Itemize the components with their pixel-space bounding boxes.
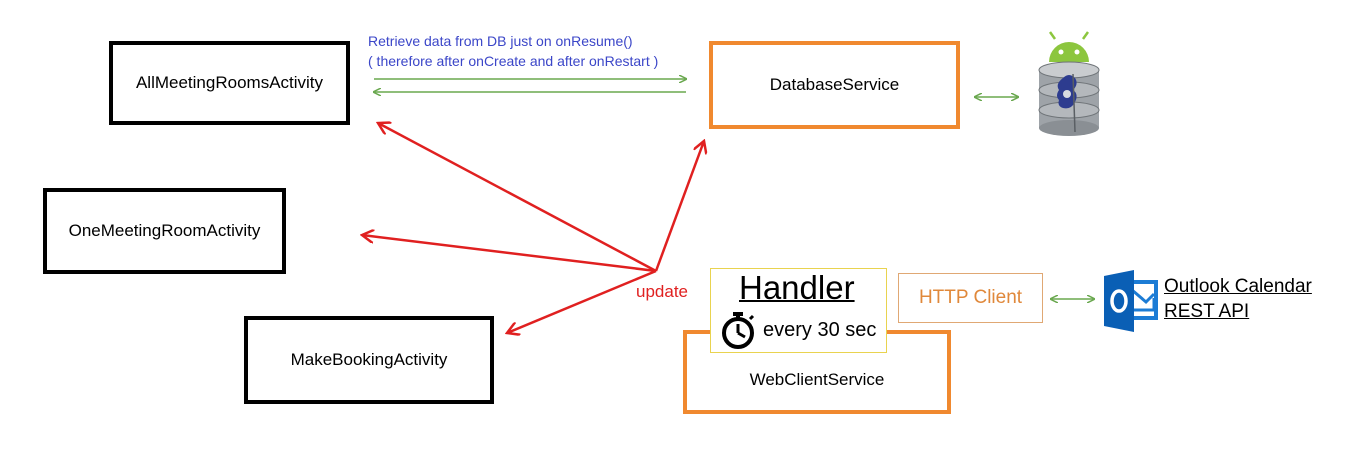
update-label: update bbox=[636, 282, 688, 301]
handler-box: Handler every 30 sec bbox=[710, 268, 887, 353]
outlook-line-1: Outlook Calendar bbox=[1164, 276, 1312, 297]
outlook-calendar-api-label: Outlook Calendar REST API bbox=[1164, 274, 1312, 324]
handler-title: Handler bbox=[739, 269, 855, 306]
note-line-2: ( therefore after onCreate and after onR… bbox=[368, 53, 659, 69]
handler-timer-label: every 30 sec bbox=[763, 319, 877, 341]
db-retrieval-note: Retrieve data from DB just on onResume()… bbox=[368, 31, 658, 71]
one-meeting-room-activity: OneMeetingRoomActivity bbox=[43, 188, 286, 274]
database-service: DatabaseService bbox=[709, 41, 960, 129]
make-booking-activity: MakeBookingActivity bbox=[244, 316, 494, 404]
android-database-icon bbox=[1038, 31, 1100, 136]
update-arrow-database bbox=[654, 141, 704, 272]
stopwatch-icon bbox=[722, 312, 755, 349]
outlook-icon bbox=[1104, 270, 1158, 332]
update-arrow-make-booking bbox=[507, 269, 657, 333]
all-meeting-rooms-activity: AllMeetingRoomsActivity bbox=[109, 41, 350, 125]
http-client-box: HTTP Client bbox=[898, 273, 1043, 323]
update-arrow-one-room bbox=[362, 235, 657, 273]
note-line-1: Retrieve data from DB just on onResume() bbox=[368, 33, 633, 49]
outlook-line-2: REST API bbox=[1164, 301, 1250, 322]
update-arrow-all-rooms bbox=[378, 123, 657, 273]
